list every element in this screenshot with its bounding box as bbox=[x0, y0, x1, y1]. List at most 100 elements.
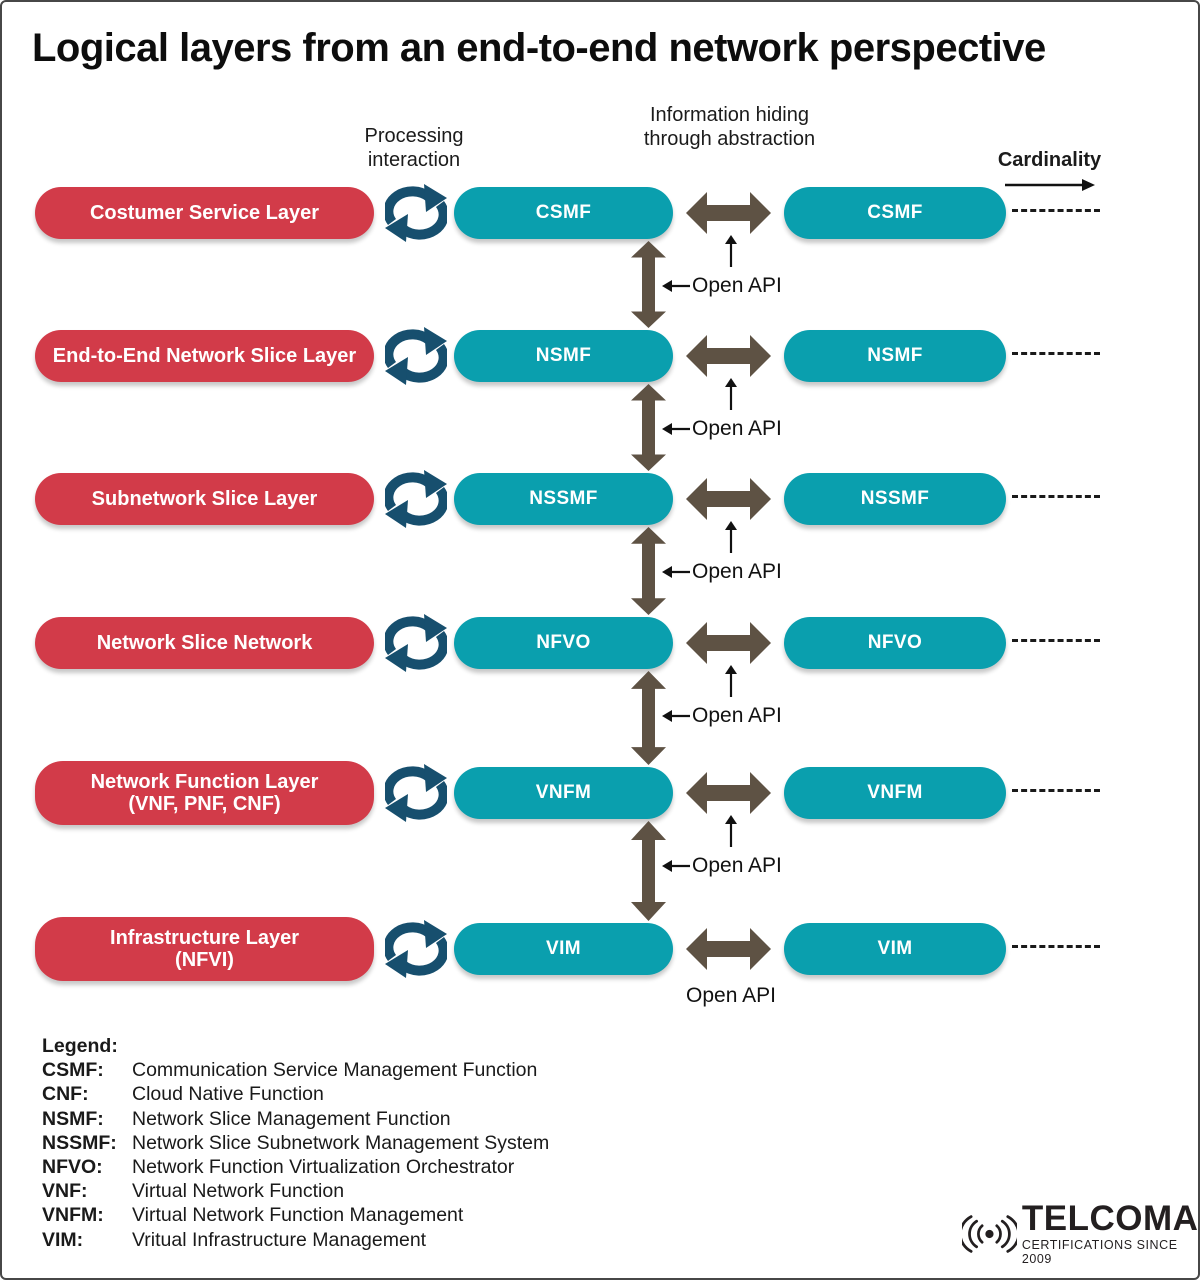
layer-pill: Network Slice Network bbox=[35, 617, 374, 669]
layer-label: Infrastructure Layer bbox=[110, 927, 299, 949]
function-pill-right: NSMF bbox=[784, 330, 1006, 382]
open-api-up-arrow-icon bbox=[725, 815, 737, 847]
function-label: NSSMF bbox=[860, 488, 930, 509]
abstraction-double-arrow-icon bbox=[686, 478, 771, 520]
legend-definition: Virtual Network Function Management bbox=[132, 1204, 464, 1227]
layer-row: Infrastructure Layer (NFVI) VIM VIM bbox=[2, 917, 1198, 981]
vertical-double-arrow-icon bbox=[631, 671, 666, 765]
function-pill-left: VNFM bbox=[454, 767, 673, 819]
vertical-double-arrow-icon bbox=[631, 241, 666, 328]
abstraction-double-arrow-icon bbox=[686, 192, 771, 234]
layer-label: End-to-End Network Slice Layer bbox=[52, 345, 357, 367]
open-api-label: Open API bbox=[692, 704, 782, 727]
open-api-left-arrow-icon bbox=[662, 280, 690, 292]
abstraction-double-arrow-icon bbox=[686, 335, 771, 377]
legend-abbr: NSMF: bbox=[42, 1107, 104, 1130]
layer-label: Costumer Service Layer bbox=[89, 202, 319, 224]
legend-abbr: NSSMF: bbox=[42, 1131, 117, 1154]
legend-definition: Network Slice Subnetwork Management Syst… bbox=[132, 1131, 550, 1154]
vertical-double-arrow-icon bbox=[631, 527, 666, 615]
legend-abbr: CSMF: bbox=[42, 1059, 104, 1082]
cardinality-dashed-line bbox=[1012, 789, 1100, 792]
layer-row: Costumer Service Layer CSMF CSMF bbox=[2, 184, 1198, 242]
function-pill-left: CSMF bbox=[454, 187, 673, 239]
layer-label: Network Slice Network bbox=[96, 632, 313, 654]
sync-arrows-icon bbox=[385, 470, 447, 528]
open-api-label: Open API bbox=[686, 984, 776, 1007]
function-label: NFVO bbox=[867, 632, 923, 653]
vertical-double-arrow-icon bbox=[631, 384, 666, 471]
abstraction-double-arrow-icon bbox=[686, 772, 771, 814]
layer-sublabel: (VNF, PNF, CNF) bbox=[128, 793, 281, 815]
header-processing-interaction: Processing interaction bbox=[364, 125, 464, 171]
logo-tagline: CERTIFICATIONS SINCE 2009 bbox=[1021, 1238, 1178, 1266]
legend-abbr: VNF: bbox=[42, 1180, 88, 1203]
telcoma-logo: TELCOMA CERTIFICATIONS SINCE 2009 bbox=[962, 1199, 1199, 1266]
layer-pill: Subnetwork Slice Layer bbox=[35, 473, 374, 525]
sync-arrows-icon bbox=[385, 764, 447, 822]
legend-definition: Network Slice Management Function bbox=[132, 1107, 451, 1130]
open-api-up-arrow-icon bbox=[725, 235, 737, 267]
function-pill-left: NFVO bbox=[454, 617, 673, 669]
cardinality-dashed-line bbox=[1012, 639, 1100, 642]
sync-arrows-icon bbox=[385, 327, 447, 385]
open-api-left-arrow-icon bbox=[662, 423, 690, 435]
sync-arrows-icon bbox=[385, 614, 447, 672]
function-label: VNFM bbox=[867, 782, 923, 803]
function-label: NSSMF bbox=[529, 488, 598, 509]
page-title: Logical layers from an end-to-end networ… bbox=[32, 26, 1046, 70]
legend-definition: Cloud Native Function bbox=[132, 1083, 324, 1106]
open-api-connector: Open API bbox=[2, 815, 1198, 921]
legend-abbr: CNF: bbox=[42, 1083, 89, 1106]
abstraction-double-arrow-icon bbox=[686, 622, 771, 664]
open-api-left-arrow-icon bbox=[662, 566, 690, 578]
legend-definition: Communication Service Management Functio… bbox=[132, 1059, 538, 1082]
layer-pill: Network Function Layer (VNF, PNF, CNF) bbox=[35, 761, 374, 825]
open-api-connector: Open API bbox=[2, 378, 1198, 471]
function-label: VIM bbox=[546, 938, 581, 959]
function-label: NFVO bbox=[536, 632, 591, 653]
open-api-label: Open API bbox=[692, 274, 782, 297]
layer-label: Subnetwork Slice Layer bbox=[91, 488, 318, 510]
layer-pill: Costumer Service Layer bbox=[35, 187, 374, 239]
legend-definition: Vritual Infrastructure Management bbox=[132, 1228, 427, 1251]
header-information-hiding: Information hiding through abstraction bbox=[643, 104, 816, 150]
function-pill-right: CSMF bbox=[784, 187, 1006, 239]
open-api-label: Open API bbox=[692, 417, 782, 440]
layer-row: Subnetwork Slice Layer NSSMF NSSMF bbox=[2, 470, 1198, 528]
function-label: VIM bbox=[877, 938, 913, 959]
layer-sublabel: (NFVI) bbox=[175, 949, 234, 971]
open-api-connector: Open API bbox=[2, 521, 1198, 615]
abstraction-double-arrow-icon bbox=[686, 928, 771, 970]
function-pill-right: VIM bbox=[784, 923, 1006, 975]
function-label: CSMF bbox=[867, 202, 923, 223]
open-api-left-arrow-icon bbox=[662, 860, 690, 872]
open-api-label: Open API bbox=[692, 854, 782, 877]
open-api-up-arrow-icon bbox=[725, 521, 737, 553]
legend-abbr: NFVO: bbox=[42, 1156, 103, 1179]
open-api-up-arrow-icon bbox=[725, 665, 737, 697]
function-label: NSMF bbox=[867, 345, 923, 366]
signal-waves-icon bbox=[962, 1215, 1017, 1253]
function-pill-left: NSSMF bbox=[454, 473, 673, 525]
cardinality-arrow-icon bbox=[1005, 179, 1095, 191]
open-api-label: Open API bbox=[692, 560, 782, 583]
open-api-left-arrow-icon bbox=[662, 710, 690, 722]
function-pill-left: VIM bbox=[454, 923, 673, 975]
function-pill-right: VNFM bbox=[784, 767, 1006, 819]
open-api-connector: Open API bbox=[2, 665, 1198, 765]
vertical-double-arrow-icon bbox=[631, 821, 666, 921]
legend-definition: Network Function Virtualization Orchestr… bbox=[132, 1156, 515, 1179]
open-api-connector: Open API bbox=[2, 235, 1198, 328]
function-pill-right: NFVO bbox=[784, 617, 1006, 669]
function-pill-left: NSMF bbox=[454, 330, 673, 382]
layer-row: Network Function Layer (VNF, PNF, CNF) V… bbox=[2, 761, 1198, 825]
layer-row: End-to-End Network Slice Layer NSMF NSMF bbox=[2, 327, 1198, 385]
cardinality-dashed-line bbox=[1012, 495, 1100, 498]
legend-abbr: VIM: bbox=[42, 1228, 84, 1251]
open-api-up-arrow-icon bbox=[725, 378, 737, 410]
logo-text: TELCOMA bbox=[1021, 1199, 1199, 1238]
legend: Legend: CSMF:Communication Service Manag… bbox=[42, 1034, 549, 1252]
function-pill-right: NSSMF bbox=[784, 473, 1006, 525]
layer-row: Network Slice Network NFVO NFVO bbox=[2, 614, 1198, 672]
